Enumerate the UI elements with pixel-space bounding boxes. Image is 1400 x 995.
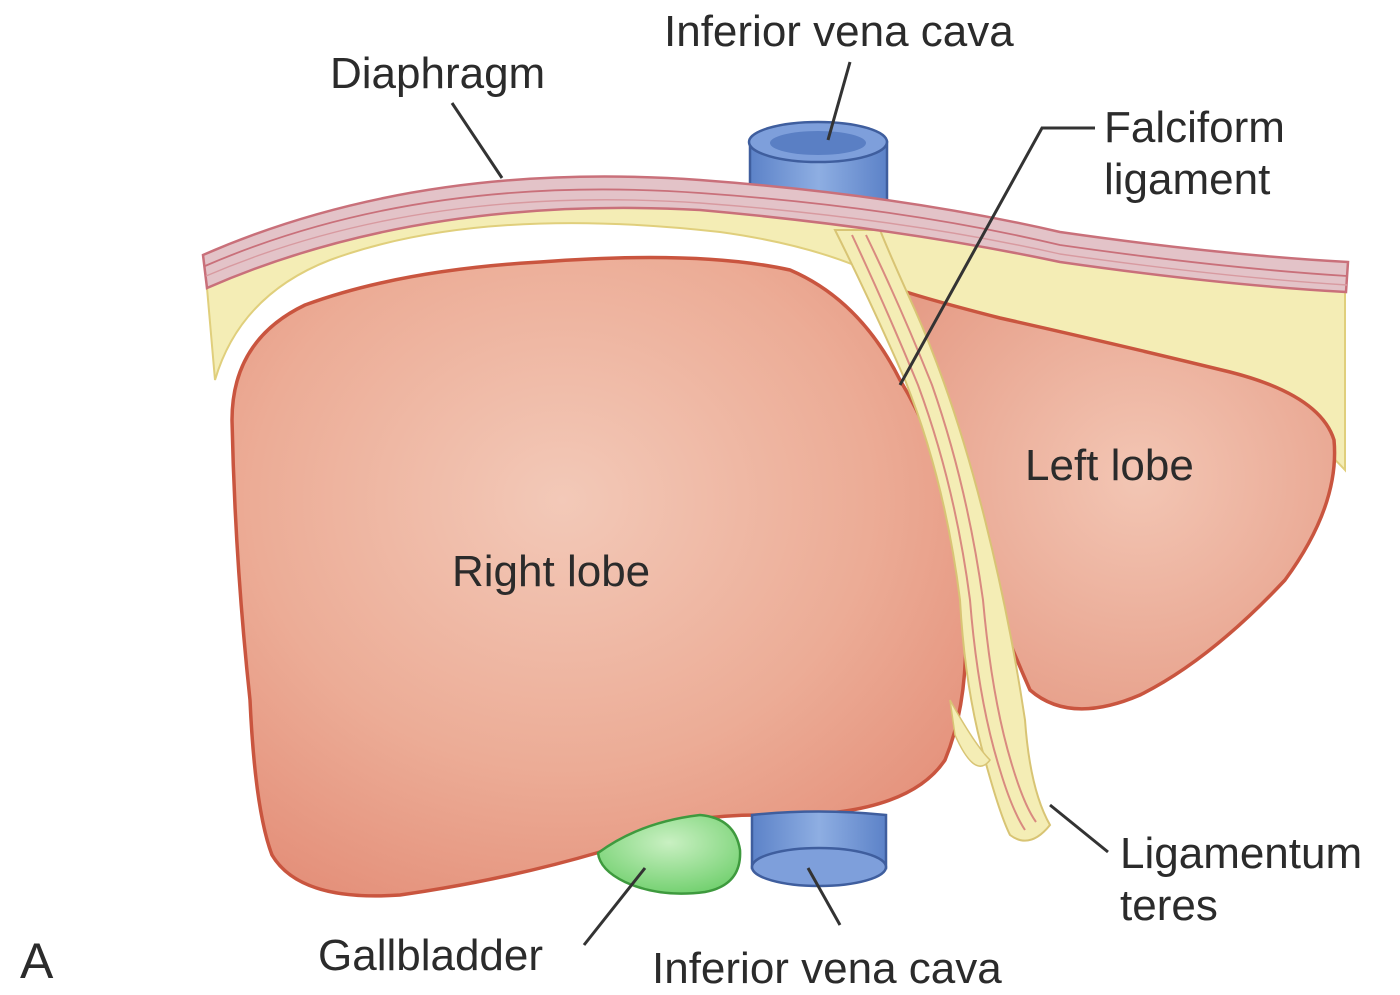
label-diaphragm: Diaphragm [330, 48, 545, 100]
label-left-lobe: Left lobe [1025, 440, 1194, 492]
label-inferior-vena-cava-top: Inferior vena cava [664, 6, 1014, 58]
label-ligamentum-teres: Ligamentum teres [1120, 828, 1362, 932]
label-inferior-vena-cava-bottom: Inferior vena cava [652, 943, 1002, 995]
label-right-lobe: Right lobe [452, 546, 650, 598]
leader-diaphragm [452, 103, 502, 178]
panel-letter: A [20, 932, 53, 991]
label-falciform-line1: Falciform [1104, 102, 1285, 154]
leader-gallbladder [584, 868, 645, 945]
label-ligamentum-line1: Ligamentum [1120, 828, 1362, 880]
leader-ligamentum-teres [1050, 805, 1108, 852]
label-falciform-line2: ligament [1104, 154, 1285, 206]
label-ligamentum-line2: teres [1120, 880, 1362, 932]
label-gallbladder: Gallbladder [318, 930, 543, 982]
inferior-vena-cava-bottom [752, 812, 886, 887]
label-falciform-ligament: Falciform ligament [1104, 102, 1285, 206]
